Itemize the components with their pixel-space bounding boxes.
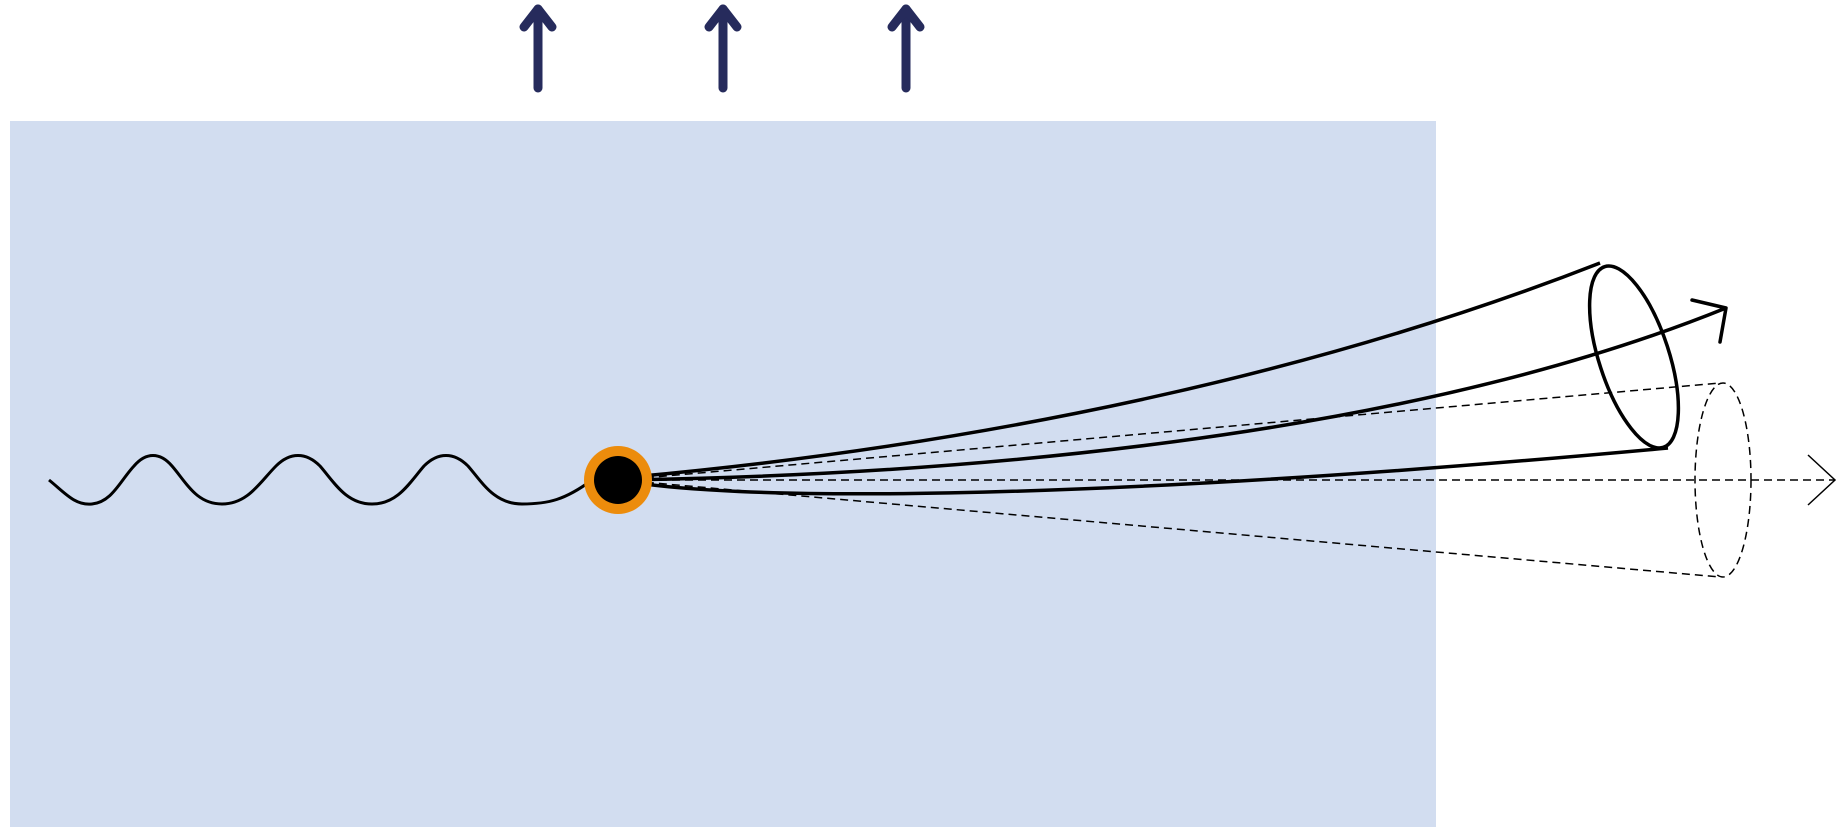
particle (584, 446, 652, 514)
deflected-cone-opening (1587, 264, 1681, 450)
field-arrow-1 (519, 4, 557, 93)
particle-core (594, 456, 642, 504)
field-arrows (519, 4, 925, 93)
medium-region (10, 121, 1436, 827)
field-arrow-3 (887, 4, 925, 93)
deflected-direction-arrow (619, 298, 1728, 482)
deflected-emission-cone (619, 261, 1681, 496)
field-arrow-2 (704, 4, 742, 93)
incoming-wave (48, 454, 593, 506)
undeflected-direction-arrow (620, 454, 1837, 506)
